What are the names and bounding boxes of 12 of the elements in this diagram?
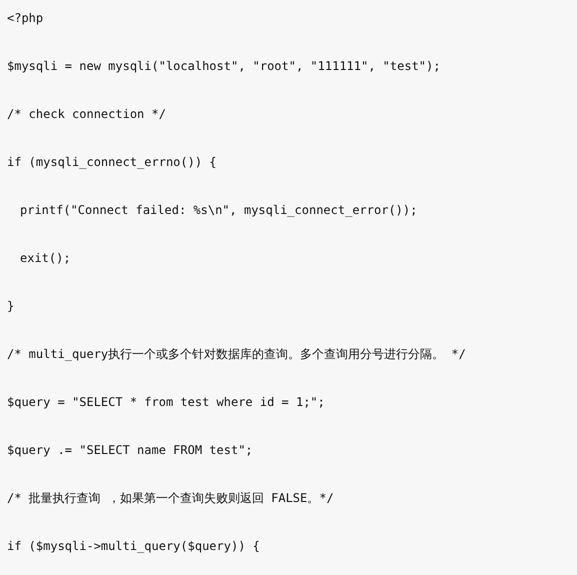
code-line: <?php bbox=[7, 10, 44, 26]
code-line: $mysqli = new mysqli("localhost", "root", "111111", "test"); bbox=[7, 58, 440, 74]
code-line: $query = "SELECT * from test where id = 1;"; bbox=[7, 394, 325, 410]
code-line: if ($mysqli->multi_query($query)) { bbox=[7, 538, 260, 554]
code-line: printf("Connect failed: %s\n", mysqli_connect_error()); bbox=[20, 202, 418, 218]
code-line: $query .= "SELECT name FROM test"; bbox=[7, 442, 253, 458]
code-line: /* multi_query执行一个或多个针对数据库的查询。多个查询用分号进行分隔。 */ bbox=[7, 346, 466, 362]
code-line: } bbox=[7, 298, 14, 314]
code-line: /* 批量执行查询 ，如果第一个查询失败则返回 FALSE。*/ bbox=[7, 490, 334, 506]
code-line: exit(); bbox=[20, 250, 71, 266]
code-line: if (mysqli_connect_errno()) { bbox=[7, 154, 217, 170]
code-line: /* check connection */ bbox=[7, 106, 166, 122]
